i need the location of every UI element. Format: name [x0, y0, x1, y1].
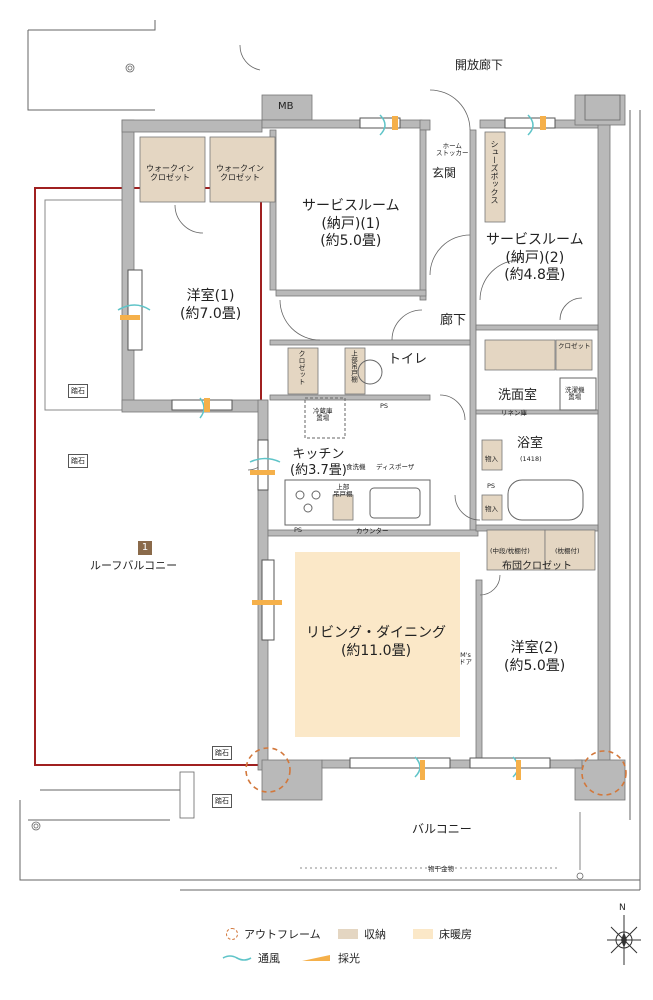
washroom-label: 洗面室: [498, 388, 538, 403]
kitchen-label: キッチン (約3.7畳): [290, 447, 347, 479]
ps-3-label: PS: [294, 526, 303, 534]
bath-size-label: (1418): [520, 455, 542, 463]
closet-1-label: クロゼット: [298, 350, 306, 385]
ms-door-label: M's ドア: [459, 651, 472, 667]
hallway-label: 廊下: [440, 313, 467, 328]
light-icon: [302, 955, 330, 961]
legend-outframe: アウトフレーム: [226, 926, 321, 942]
roof-balcony-label: ルーフバルコニー: [90, 559, 178, 572]
stepping-stone-2: 踏石: [68, 454, 88, 468]
legend-ventilation: 通風: [222, 950, 280, 966]
outframe-icon: [226, 928, 238, 940]
legend-daylight: 採光: [300, 950, 360, 966]
dishwasher-label: 食洗機: [346, 463, 366, 471]
service-room-2-label: サービスルーム (納戸)(2) (約4.8畳): [486, 232, 584, 283]
light-markers: [120, 116, 546, 780]
linen-label: リネン庫: [501, 409, 527, 417]
home-stocker-label: ホーム ストッカー: [436, 142, 469, 158]
futon-closet-label: 布団クロゼット: [502, 561, 572, 572]
stepping-stone-4: 踏石: [212, 794, 232, 808]
balcony-label: バルコニー: [412, 822, 472, 836]
roof-balcony-area: [34, 187, 262, 766]
upper-cabinet-2-label: 上部 吊戸棚: [333, 483, 353, 499]
western-room-2-label: 洋室(2) (約5.0畳): [504, 640, 566, 674]
compass-icon: [607, 915, 641, 965]
legend-floor-heating: 床暖房: [413, 926, 472, 942]
legend-outframe-label: アウトフレーム: [244, 928, 321, 941]
legend-storage-label: 収納: [364, 928, 386, 941]
stepping-stone-3: 踏石: [212, 746, 232, 760]
counter-label: カウンター: [356, 527, 389, 535]
living-dining-label: リビング・ダイニング (約11.0畳): [306, 625, 446, 659]
floor-heating-swatch: [413, 929, 433, 939]
disposer-label: ディスポーザ: [376, 463, 415, 471]
storage-swatch: [338, 929, 358, 939]
ps-1-label: PS: [380, 402, 389, 410]
legend-storage: 収納: [338, 926, 386, 942]
bath-label: 浴室: [517, 436, 544, 451]
floor-heating-area: [295, 552, 460, 737]
toilet-label: トイレ: [388, 352, 428, 367]
open-corridor-label: 開放廊下: [455, 58, 504, 72]
legend-floor-heating-label: 床暖房: [439, 928, 472, 941]
outframe-markers: [245, 747, 627, 796]
wind-icon: [222, 955, 252, 961]
shoe-box-label: シューズボックス: [490, 140, 499, 204]
laundry-pole-label: 物干金物: [428, 865, 454, 873]
storage-1-label: 物入: [485, 455, 498, 463]
ps-2-label: PS: [487, 482, 496, 490]
stepping-stone-1: 踏石: [68, 384, 88, 398]
walkin-closet-1-label: ウォークイン クロゼット: [146, 164, 194, 182]
roof-balcony-number: 1: [138, 541, 152, 555]
legend-daylight-label: 採光: [338, 952, 360, 965]
mb-label: MB: [278, 101, 294, 112]
storage-2-label: 物入: [485, 505, 498, 513]
service-room-1-label: サービスルーム (納戸)(1) (約5.0畳): [302, 198, 400, 249]
kitchen-fixtures: [284, 359, 597, 526]
storage-fills: [139, 131, 596, 571]
building-outline: [19, 20, 641, 891]
futon-sub-1-label: (中段/枕棚付): [490, 547, 530, 555]
closet-2-label: クロゼット: [558, 342, 591, 350]
fridge-label: 冷蔵庫 置場: [313, 407, 333, 423]
western-room-1-label: 洋室(1) (約7.0畳): [180, 288, 242, 322]
futon-sub-2-label: (枕棚付): [555, 547, 580, 555]
north-label: N: [619, 903, 626, 913]
legend-ventilation-label: 通風: [258, 952, 280, 965]
upper-cabinet-label: 上部吊戸棚: [349, 350, 358, 383]
walkin-closet-2-label: ウォークイン クロゼット: [216, 164, 264, 182]
entrance-label: 玄関: [432, 166, 457, 180]
washer-label: 洗濯機 置場: [565, 386, 585, 402]
